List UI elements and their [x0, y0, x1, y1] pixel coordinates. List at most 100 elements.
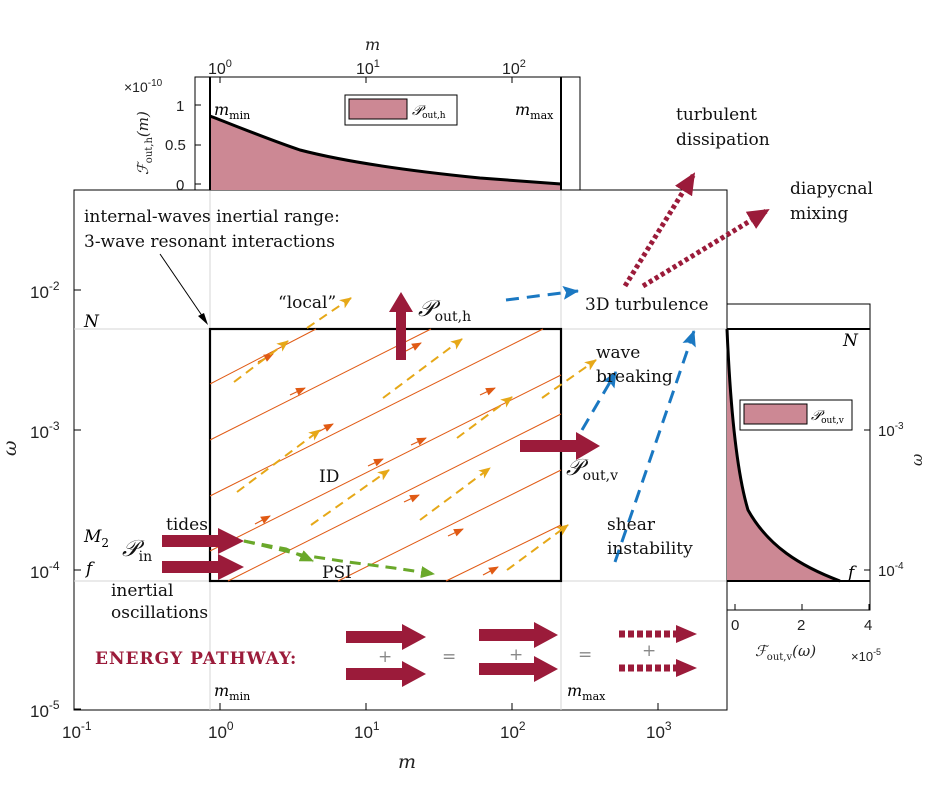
orange-line — [209, 328, 432, 441]
gold-local-arrows — [233, 297, 597, 571]
pathway-arrow-in-bottom — [346, 661, 426, 687]
orange-arrow — [479, 387, 496, 396]
top-multiplier: ×10-10 — [124, 78, 163, 95]
orange-line — [337, 469, 562, 582]
p-out-v-arrow — [520, 432, 600, 460]
main-x-tick-labels: 10-1 100 101 102 103 — [62, 719, 672, 742]
gold-arrow — [541, 359, 597, 399]
blue-breaking-arrows — [505, 285, 696, 563]
right-x-axis-label: ℱout,v(ω) — [755, 642, 816, 663]
right-N-label: N — [842, 331, 859, 351]
inertial-range-subtitle: 3-wave resonant interactions — [84, 232, 335, 252]
id-label: ID — [319, 467, 339, 487]
p-out-h-arrow — [389, 292, 413, 360]
orange-arrow — [410, 437, 427, 446]
inertial-range-box — [208, 327, 563, 583]
right-f-label: f — [846, 563, 857, 583]
pathway-plus-3: + — [642, 641, 656, 661]
label-m-min: mmin — [214, 681, 250, 703]
gold-arrow — [382, 338, 463, 399]
top-y-tick-label: 0 — [176, 177, 184, 194]
x-axis-label: m — [398, 751, 416, 773]
gold-arrow — [506, 524, 569, 571]
top-y-tick-label: 0.5 — [165, 137, 186, 154]
main-y-tick-labels: 10-5 10-4 10-3 10-2 — [30, 279, 60, 721]
mixing-arrow — [641, 207, 770, 289]
gold-arrow — [456, 396, 513, 439]
diapycnal-label: diapycnal — [790, 179, 873, 199]
pathway-plus-1: + — [378, 647, 392, 667]
orange-arrow — [403, 494, 420, 503]
top-panel: 100 101 102 0 0.5 1 ×10-10 m ℱout,h(m) m… — [124, 35, 581, 194]
orange-arrow — [447, 528, 464, 537]
orange-line — [209, 328, 317, 385]
orange-line — [209, 328, 544, 497]
main-panel: 10-1 100 101 102 103 10-5 10-4 10-3 10-2… — [0, 105, 873, 773]
wave-label: wave — [596, 343, 640, 363]
psi-arrow — [243, 539, 314, 563]
top-x-tick-label: 101 — [356, 58, 380, 78]
top-legend: 𝒫out,h — [344, 94, 458, 126]
pathway-equals-1: = — [442, 647, 456, 667]
right-y-tick-label: 10-4 — [878, 561, 904, 580]
oscillations-label: oscillations — [111, 603, 208, 623]
x-tick-label: 100 — [208, 719, 234, 742]
top-y-tick-label: 1 — [176, 98, 184, 115]
top-x-axis-label: m — [365, 35, 380, 54]
energy-pathway-legend: ENERGY PATHWAY: + = + = + — [95, 622, 697, 687]
y-tick-label: 10-3 — [30, 419, 60, 442]
instability-label: instability — [607, 539, 693, 559]
right-multiplier: ×10-5 — [851, 647, 881, 664]
top-x-tick-label: 102 — [502, 58, 526, 78]
right-spectrum-curve — [725, 328, 841, 583]
turbulence-label: 3D turbulence — [585, 295, 709, 315]
turbulent-label: turbulent — [676, 105, 757, 125]
gold-arrow — [310, 469, 390, 526]
y-tick-label: 10-4 — [30, 559, 60, 582]
shear-label: shear — [607, 515, 656, 535]
inertial-input-arrow — [162, 554, 244, 580]
label-N: N — [83, 312, 100, 332]
x-tick-label: 101 — [354, 719, 380, 742]
energy-pathway-title: ENERGY PATHWAY: — [95, 649, 297, 669]
top-x-tick-label: 100 — [208, 58, 232, 78]
main-ticks — [73, 289, 659, 710]
orange-arrow — [367, 458, 384, 467]
top-spectrum-fill — [210, 116, 561, 190]
y-tick-label: 10-5 — [30, 698, 60, 721]
pathway-arrow-mid-top — [479, 622, 558, 648]
local-label: “local” — [278, 293, 336, 313]
label-M2: M2 — [83, 527, 109, 550]
x-tick-label: 102 — [500, 719, 526, 742]
dissipation-arrow — [622, 172, 697, 288]
right-y-tick-label: 10-3 — [878, 421, 904, 440]
orange-line — [445, 524, 562, 582]
label-m-max: mmax — [567, 681, 606, 703]
gold-arrow — [236, 429, 321, 493]
right-x-tick-label: 0 — [731, 617, 739, 634]
crimson-dissipation-arrows — [622, 172, 770, 289]
psi-arrows — [243, 539, 435, 579]
right-panel: 0 2 4 10-4 10-3 ℱout,v(ω) ×10-5 ω N f 𝒫o… — [725, 303, 926, 664]
orange-arrow — [289, 387, 306, 396]
gold-arrow — [306, 297, 352, 329]
orange-arrow — [405, 342, 422, 352]
y-axis-label: ω — [0, 441, 21, 457]
pathway-arrow-in-top — [346, 624, 426, 650]
breaking-label: breaking — [596, 367, 673, 387]
label-f: f — [84, 559, 95, 579]
inertial-range-title: internal-waves inertial range: — [84, 207, 340, 227]
crimson-energy-arrows — [162, 292, 600, 580]
dissipation-label: dissipation — [676, 130, 770, 150]
pathway-equals-2: = — [578, 645, 592, 665]
main-axes-frame — [73, 189, 728, 711]
psi-arrow — [243, 539, 435, 579]
blue-arrow-wave-breaking — [580, 371, 618, 431]
top-m-max-label: mmax — [515, 100, 554, 122]
right-spectrum-fill — [727, 329, 840, 581]
right-x-tick-label: 2 — [797, 617, 805, 634]
x-tick-label: 103 — [646, 719, 672, 742]
orange-arrow — [482, 566, 499, 576]
tides-label: tides — [166, 515, 208, 535]
